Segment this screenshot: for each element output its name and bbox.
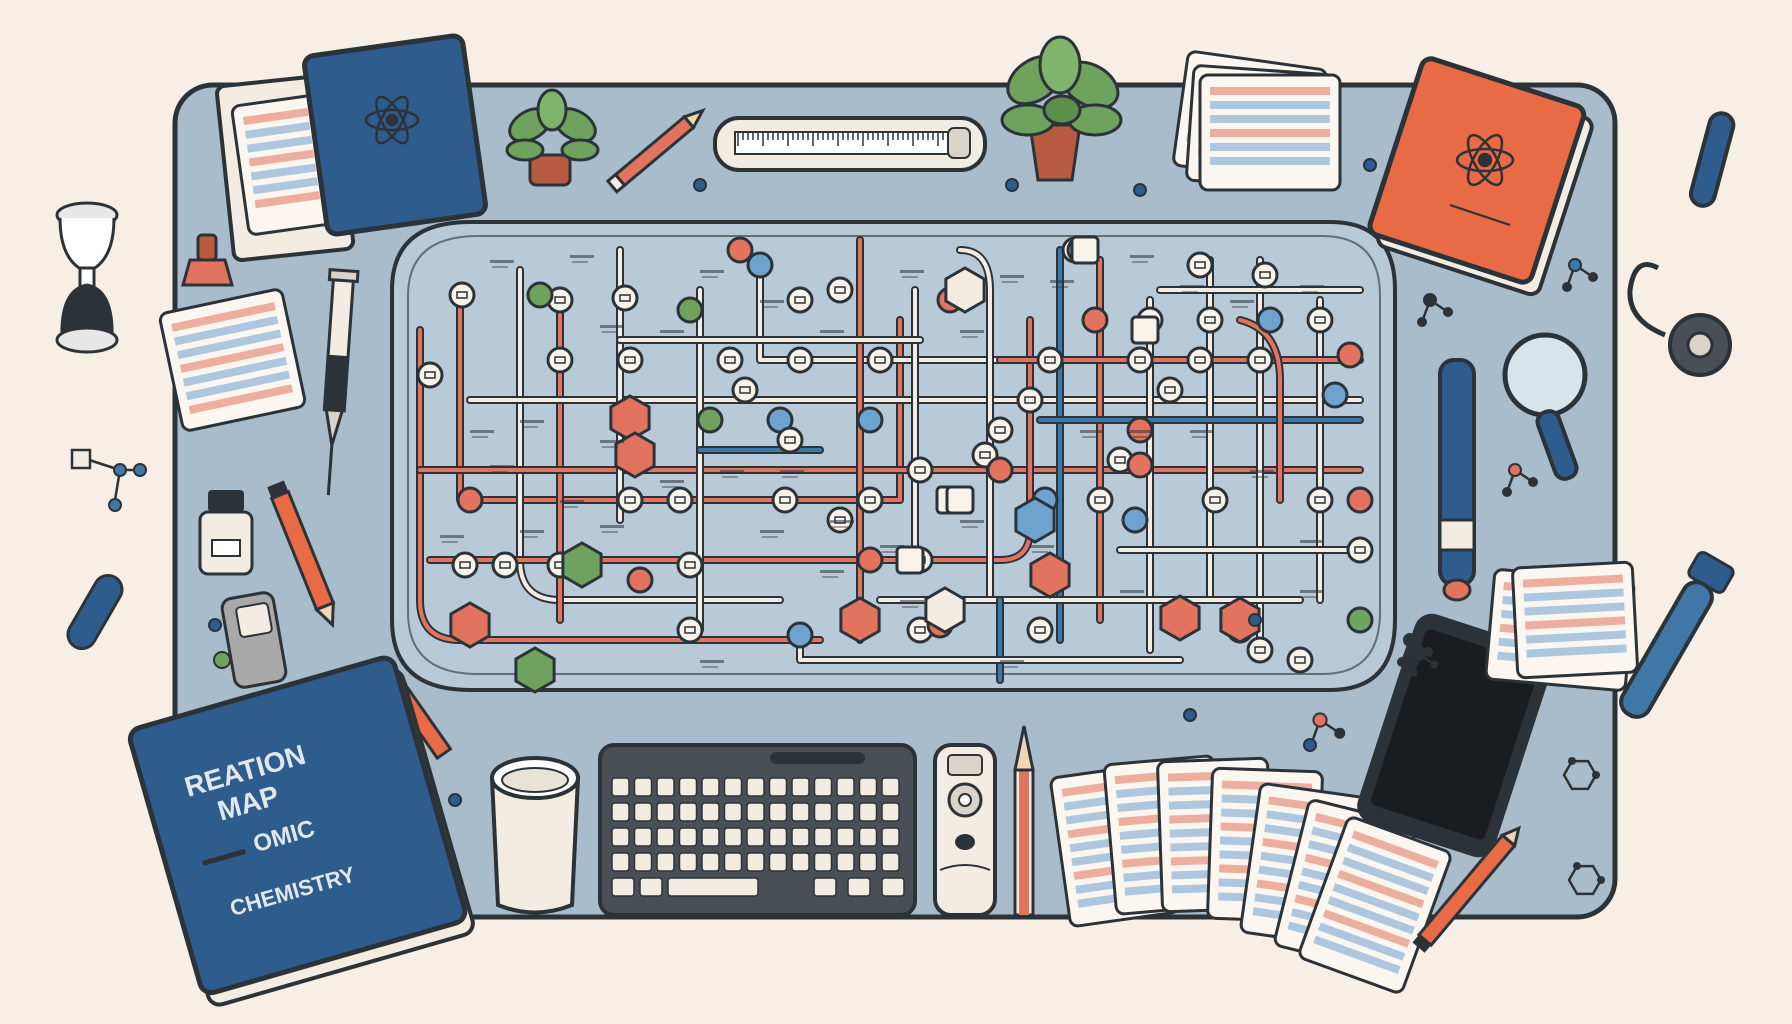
pencil-icon [267,480,336,629]
atom-book-icon [215,33,488,262]
test-tube-icon [181,233,234,287]
mouse-icon [933,743,997,917]
test-tube-icon [66,573,124,651]
flashcard-icon [1484,560,1639,692]
test-tube-icon [1688,111,1736,208]
atom-book-icon [1367,56,1594,297]
reaction-map-board-inner [407,235,1381,675]
test-tube-icon [1619,551,1735,719]
flashcard-icon [1172,50,1342,192]
reaction-nodes [416,235,1374,694]
magnifier-icon [1502,332,1588,481]
test-tube-icon [1438,358,1476,602]
ruler-icon [713,116,987,172]
keyboard-icon [598,743,917,917]
beaker-icon [489,756,581,915]
plant-icon [505,88,600,187]
plant-icon [1000,35,1123,182]
hourglass-icon [55,201,119,354]
molecule-icon [208,158,1605,896]
flashcard-icon [1049,754,1452,994]
pencil-icon [1013,725,1035,917]
flashcard-icon [230,94,335,236]
mouse-icon [213,591,288,689]
beaker-icon [198,490,254,576]
syringe-icon [322,268,360,496]
chemistry-book: REATION MAP OMIC CHEMISTRY [127,655,475,1007]
molecule-icon [70,448,147,512]
flashcard-icon [158,288,307,432]
pencil-icon [1412,825,1522,953]
magnifier-icon [1627,262,1732,377]
pencil-icon [605,107,706,194]
